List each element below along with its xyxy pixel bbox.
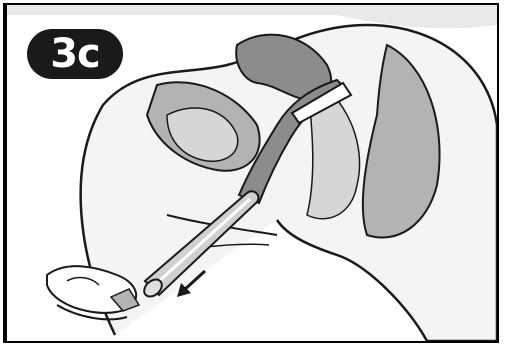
- step-badge: 3c: [27, 29, 123, 79]
- illustration-frame: 3c: [3, 3, 499, 343]
- background-shade: [7, 5, 497, 28]
